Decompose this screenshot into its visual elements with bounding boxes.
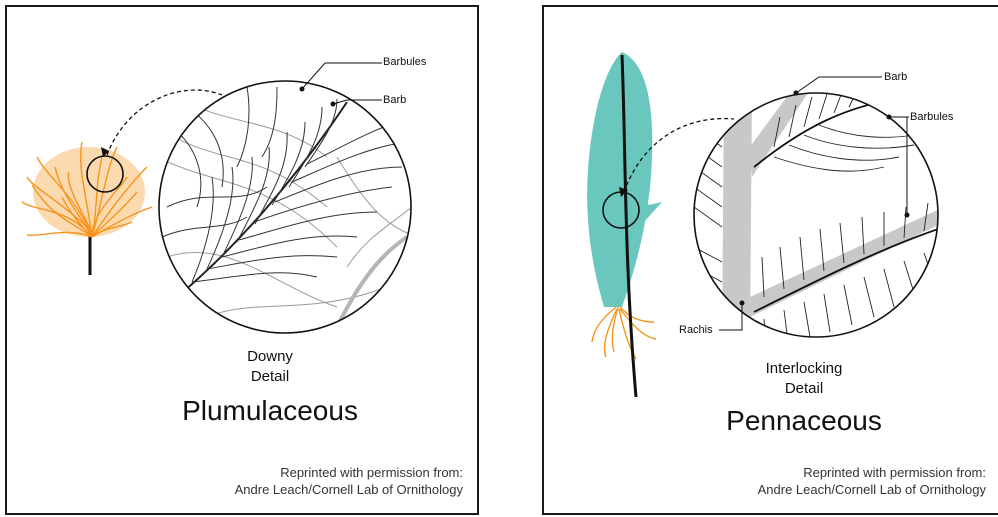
barb-label: Barb	[383, 94, 406, 107]
plumulaceous-illustration	[7, 7, 481, 517]
pennaceous-illustration	[544, 7, 998, 517]
downy-detail-magnifier	[157, 81, 417, 333]
barbules-label: Barbules	[910, 111, 953, 124]
credit-line1: Reprinted with permission from:	[803, 465, 986, 481]
pennaceous-panel: Barb Barbules Rachis Interlocking Detail…	[542, 5, 998, 515]
barb-label: Barb	[884, 71, 907, 84]
rachis-label: Rachis	[679, 324, 713, 337]
detail-line1: Interlocking	[724, 359, 884, 379]
panel-title: Pennaceous	[694, 404, 914, 438]
barbules-label: Barbules	[383, 56, 426, 69]
plumulaceous-panel: Barbules Barb Downy Detail Plumulaceous …	[5, 5, 479, 515]
downy-feather-illustration	[22, 142, 152, 275]
pennaceous-feather-illustration	[587, 52, 662, 397]
detail-line2: Detail	[190, 367, 350, 387]
barb-callout-line	[796, 77, 882, 93]
credit-line2: Andre Leach/Cornell Lab of Ornithology	[235, 482, 463, 498]
detail-line1: Downy	[190, 347, 350, 367]
panel-title: Plumulaceous	[157, 394, 383, 428]
credit-line2: Andre Leach/Cornell Lab of Ornithology	[758, 482, 986, 498]
credit-line1: Reprinted with permission from:	[280, 465, 463, 481]
detail-line2: Detail	[724, 379, 884, 399]
